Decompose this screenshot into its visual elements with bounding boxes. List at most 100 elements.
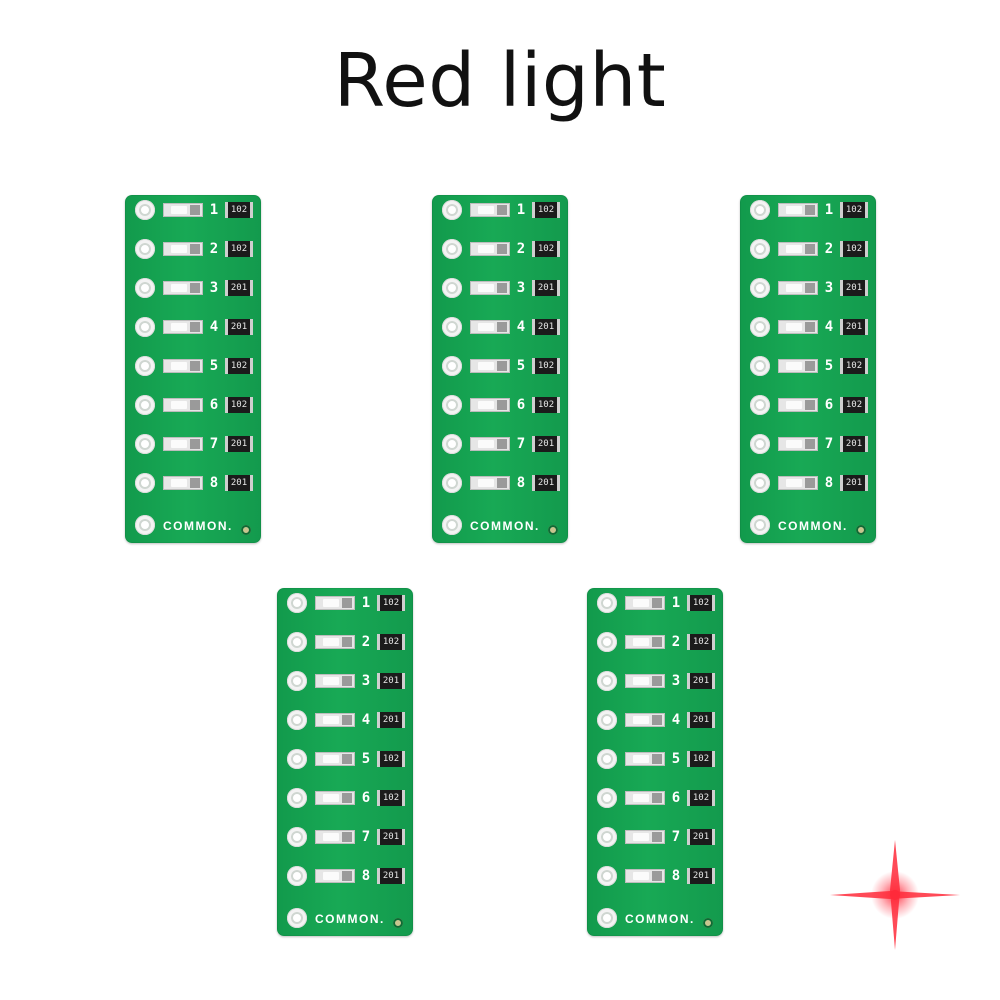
channel-number: 7 xyxy=(209,436,219,452)
solder-pad xyxy=(287,788,307,808)
resistor: 201 xyxy=(377,868,405,884)
solder-pad xyxy=(287,866,307,886)
smd-led xyxy=(315,674,355,688)
channel-number: 3 xyxy=(824,280,834,296)
solder-pad xyxy=(750,473,770,493)
solder-pad xyxy=(442,434,462,454)
solder-pad xyxy=(442,473,462,493)
resistor: 102 xyxy=(840,358,868,374)
solder-pad xyxy=(442,395,462,415)
channel-number: 8 xyxy=(361,868,371,884)
channel-number: 5 xyxy=(361,751,371,767)
smd-led xyxy=(778,203,818,217)
solder-pad xyxy=(135,239,155,259)
smd-led xyxy=(470,476,510,490)
solder-pad xyxy=(750,278,770,298)
solder-pad xyxy=(597,866,617,886)
smd-led xyxy=(778,242,818,256)
smd-led xyxy=(163,398,203,412)
smd-led xyxy=(315,596,355,610)
channel-number: 1 xyxy=(824,202,834,218)
channel-number: 3 xyxy=(516,280,526,296)
solder-pad xyxy=(135,317,155,337)
smd-led xyxy=(778,437,818,451)
common-label: COMMON. xyxy=(470,519,540,533)
resistor: 102 xyxy=(377,595,405,611)
solder-pad xyxy=(287,632,307,652)
common-label: COMMON. xyxy=(625,912,695,926)
resistor: 201 xyxy=(225,319,253,335)
solder-pad xyxy=(135,356,155,376)
common-label: COMMON. xyxy=(315,912,385,926)
channel-number: 6 xyxy=(671,790,681,806)
resistor: 102 xyxy=(687,634,715,650)
channel-number: 6 xyxy=(824,397,834,413)
channel-number: 6 xyxy=(516,397,526,413)
resistor: 102 xyxy=(225,358,253,374)
resistor: 201 xyxy=(377,673,405,689)
solder-pad xyxy=(597,827,617,847)
channel-number: 5 xyxy=(516,358,526,374)
smd-led xyxy=(778,476,818,490)
channel-number: 4 xyxy=(516,319,526,335)
smd-led xyxy=(163,203,203,217)
smd-led xyxy=(470,359,510,373)
smd-led xyxy=(625,596,665,610)
solder-pad xyxy=(597,788,617,808)
resistor: 102 xyxy=(377,790,405,806)
smd-led xyxy=(625,674,665,688)
channel-number: 4 xyxy=(361,712,371,728)
channel-number: 3 xyxy=(361,673,371,689)
channel-number: 2 xyxy=(516,241,526,257)
solder-pad xyxy=(135,395,155,415)
resistor: 201 xyxy=(687,673,715,689)
led-row: 4 201 xyxy=(740,312,876,342)
channel-number: 4 xyxy=(824,319,834,335)
resistor: 201 xyxy=(687,712,715,728)
resistor: 201 xyxy=(532,280,560,296)
resistor: 201 xyxy=(840,475,868,491)
smd-led xyxy=(470,398,510,412)
smd-led xyxy=(163,281,203,295)
solder-pad xyxy=(597,710,617,730)
solder-pad xyxy=(750,200,770,220)
resistor: 201 xyxy=(840,319,868,335)
resistor: 102 xyxy=(225,397,253,413)
channel-number: 1 xyxy=(671,595,681,611)
solder-pad xyxy=(750,239,770,259)
solder-pad xyxy=(442,200,462,220)
channel-number: 2 xyxy=(671,634,681,650)
resistor: 201 xyxy=(532,475,560,491)
smd-led xyxy=(470,320,510,334)
via-hole xyxy=(548,525,558,535)
solder-pad xyxy=(750,434,770,454)
solder-pad xyxy=(135,434,155,454)
resistor: 201 xyxy=(687,829,715,845)
resistor: 201 xyxy=(225,475,253,491)
resistor: 201 xyxy=(532,436,560,452)
common-pad xyxy=(597,908,617,928)
smd-led xyxy=(163,320,203,334)
resistor: 102 xyxy=(532,397,560,413)
channel-number: 1 xyxy=(516,202,526,218)
resistor: 102 xyxy=(377,634,405,650)
solder-pad xyxy=(597,671,617,691)
smd-led xyxy=(470,281,510,295)
solder-pad xyxy=(597,749,617,769)
channel-number: 7 xyxy=(516,436,526,452)
channel-number: 5 xyxy=(671,751,681,767)
